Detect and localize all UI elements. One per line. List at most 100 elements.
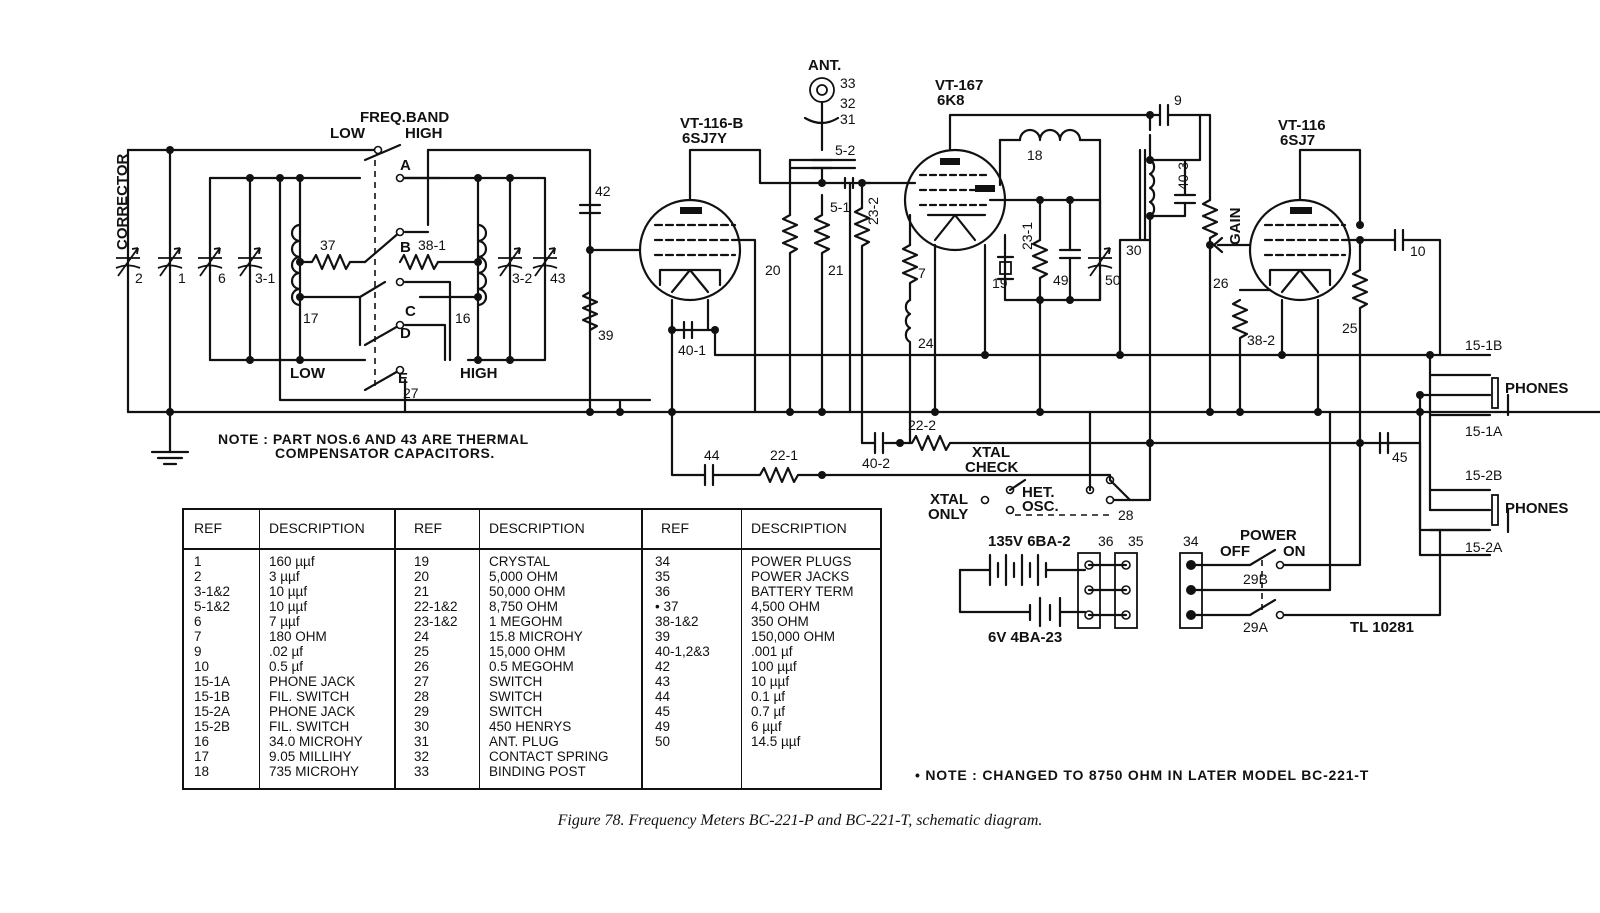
- part-1: 1: [178, 270, 186, 286]
- part-31: 31: [840, 111, 856, 127]
- tube3-name: VT-116: [1278, 117, 1326, 134]
- part-23-2: 23-2: [865, 197, 881, 225]
- het-osc-label-1: HET.: [1022, 484, 1055, 501]
- table-description-cell: PHONE JACK: [269, 704, 356, 719]
- part-40-2: 40-2: [862, 455, 890, 471]
- table-description-cell: CRYSTAL: [489, 554, 551, 569]
- part-49: 49: [1053, 272, 1069, 288]
- table-description-cell: SWITCH: [489, 704, 543, 719]
- table-ref-cell: 24: [414, 629, 430, 644]
- switch-d-label: D: [400, 325, 411, 342]
- phone-jacks: [1416, 351, 1510, 557]
- part-15-2b: 15-2B: [1465, 467, 1502, 483]
- later-model-note: • NOTE : CHANGED TO 8750 OHM IN LATER MO…: [915, 767, 1370, 783]
- note-line-2: COMPENSATOR CAPACITORS.: [275, 445, 495, 461]
- table-description-cell: .02 µf: [269, 644, 304, 659]
- table-ref-cell: 7: [194, 629, 202, 644]
- corrector-label: CORRECTOR: [114, 153, 131, 250]
- note-line-1: NOTE : PART NOS.6 AND 43 ARE THERMAL: [218, 431, 529, 447]
- part-29a: 29A: [1243, 619, 1269, 635]
- part-23-1: 23-1: [1019, 222, 1035, 250]
- antenna-input: [781, 77, 917, 445]
- xtal-check-label-1: XTAL: [972, 444, 1010, 461]
- header-description: DESCRIPTION: [269, 520, 365, 536]
- part-36: 36: [1098, 533, 1114, 549]
- table-ref-cell: 45: [655, 704, 671, 719]
- gain-label: GAIN: [1227, 208, 1244, 246]
- part-17: 17: [303, 310, 319, 326]
- table-description-cell: SWITCH: [489, 689, 543, 704]
- part-25: 25: [1342, 320, 1358, 336]
- table-description-cell: 15.8 MICROHY: [489, 629, 583, 644]
- part-37: 37: [320, 237, 336, 253]
- part-38-1: 38-1: [418, 237, 446, 253]
- table-ref-cell: 18: [194, 764, 210, 779]
- part-29b: 29B: [1243, 571, 1268, 587]
- table-description-cell: 6 µµf: [751, 719, 782, 734]
- transformer-section: [1108, 103, 1202, 502]
- header-ref: REF: [414, 520, 442, 536]
- part-33: 33: [840, 75, 856, 91]
- phones-label-1: PHONES: [1505, 380, 1568, 397]
- part-15-1a: 15-1A: [1465, 423, 1503, 439]
- table-ref-cell: 29: [414, 704, 430, 719]
- table-description-cell: 10 µµf: [269, 599, 308, 614]
- header-description: DESCRIPTION: [489, 520, 585, 536]
- switch-a-label: A: [400, 157, 411, 174]
- table-ref-cell: 44: [655, 689, 671, 704]
- table-ref-cell: 34: [655, 554, 671, 569]
- table-description-cell: CONTACT SPRING: [489, 749, 609, 764]
- header-description: DESCRIPTION: [751, 520, 847, 536]
- part-15-1b: 15-1B: [1465, 337, 1502, 353]
- table-ref-cell: 49: [655, 719, 671, 734]
- part-22-2: 22-2: [908, 417, 936, 433]
- c42-r39: [578, 203, 676, 416]
- table-ref-cell: 50: [655, 734, 671, 749]
- table-ref-cell: 43: [655, 674, 671, 689]
- part-10: 10: [1410, 243, 1426, 259]
- table-description-cell: 14.5 µµf: [751, 734, 801, 749]
- table-description-cell: 1 MEGOHM: [489, 614, 563, 629]
- header-ref: REF: [194, 520, 222, 536]
- part-18: 18: [1027, 147, 1043, 163]
- part-45: 45: [1392, 449, 1408, 465]
- tube2-name: VT-167: [935, 77, 983, 94]
- part-26: 26: [1213, 275, 1229, 291]
- part-3-1: 3-1: [255, 270, 275, 286]
- power-off-label: OFF: [1220, 543, 1250, 560]
- table-description-cell: SWITCH: [489, 674, 543, 689]
- part-32: 32: [840, 95, 856, 111]
- table-ref-cell: 40-1,2&3: [655, 644, 710, 659]
- table-ref-cell: 3-1&2: [194, 584, 231, 599]
- tl-label: TL 10281: [1350, 619, 1414, 636]
- table-description-cell: 735 MICROHY: [269, 764, 360, 779]
- table-description-cell: FIL. SWITCH: [269, 719, 350, 734]
- part-22-1: 22-1: [770, 447, 798, 463]
- table-ref-cell: 36: [655, 584, 671, 599]
- part-50: 50: [1105, 272, 1121, 288]
- switch-b-label: B: [400, 239, 411, 256]
- figure-caption: Figure 78. Frequency Meters BC-221-P and…: [557, 812, 1043, 829]
- table-ref-cell: 31: [414, 734, 430, 749]
- table-description-cell: 9.05 MILLIHY: [269, 749, 352, 764]
- table-ref-cell: 35: [655, 569, 671, 584]
- table-ref-cell: 28: [414, 689, 430, 704]
- table-ref-cell: 25: [414, 644, 430, 659]
- freq-band-label: FREQ.BAND: [360, 109, 449, 126]
- part-9: 9: [1174, 92, 1182, 108]
- low-label: LOW: [290, 365, 326, 382]
- part-24: 24: [918, 335, 934, 351]
- part-42: 42: [595, 183, 611, 199]
- part-39: 39: [598, 327, 614, 343]
- table-ref-cell: 2: [194, 569, 202, 584]
- tube2-type: 6K8: [937, 92, 965, 109]
- table-description-cell: BINDING POST: [489, 764, 586, 779]
- table-ref-cell: 5-1&2: [194, 599, 231, 614]
- switch-e-label: E: [398, 370, 408, 387]
- table-description-cell: ANT. PLUG: [489, 734, 559, 749]
- table-ref-cell: 32: [414, 749, 430, 764]
- table-description-cell: 150,000 OHM: [751, 629, 836, 644]
- table-ref-cell: 1: [194, 554, 202, 569]
